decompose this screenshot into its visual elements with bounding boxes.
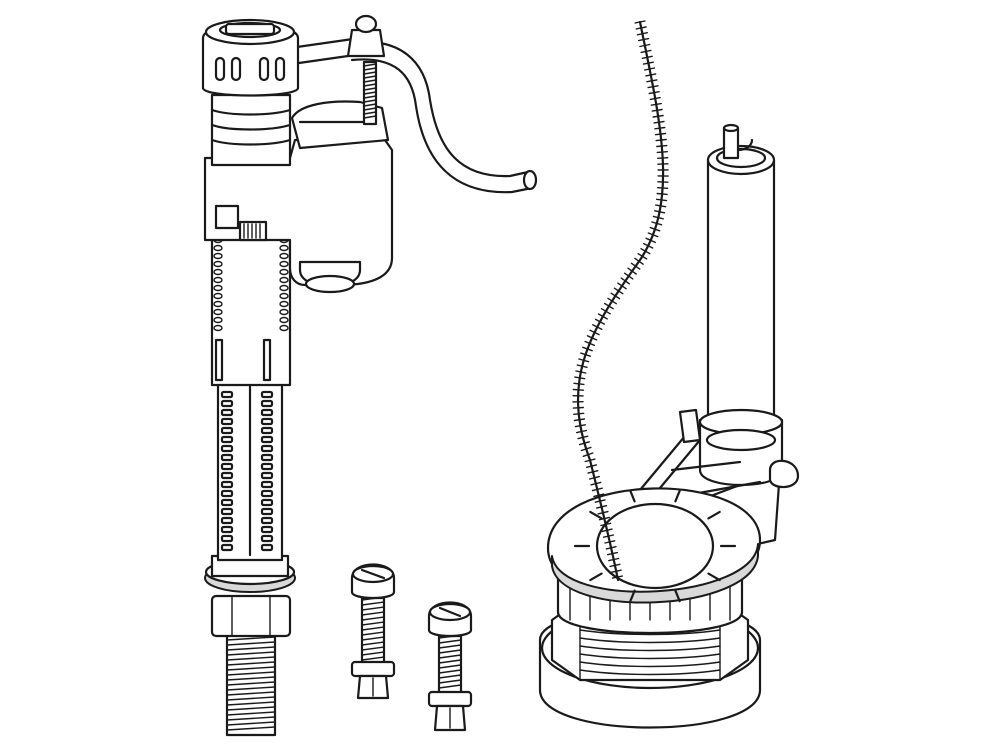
fill-valve-icon	[201, 14, 538, 737]
chain-icon	[572, 20, 669, 582]
bolt-icon	[427, 601, 473, 732]
flush-valve-icon	[538, 123, 800, 729]
bolt-icon	[350, 563, 396, 700]
